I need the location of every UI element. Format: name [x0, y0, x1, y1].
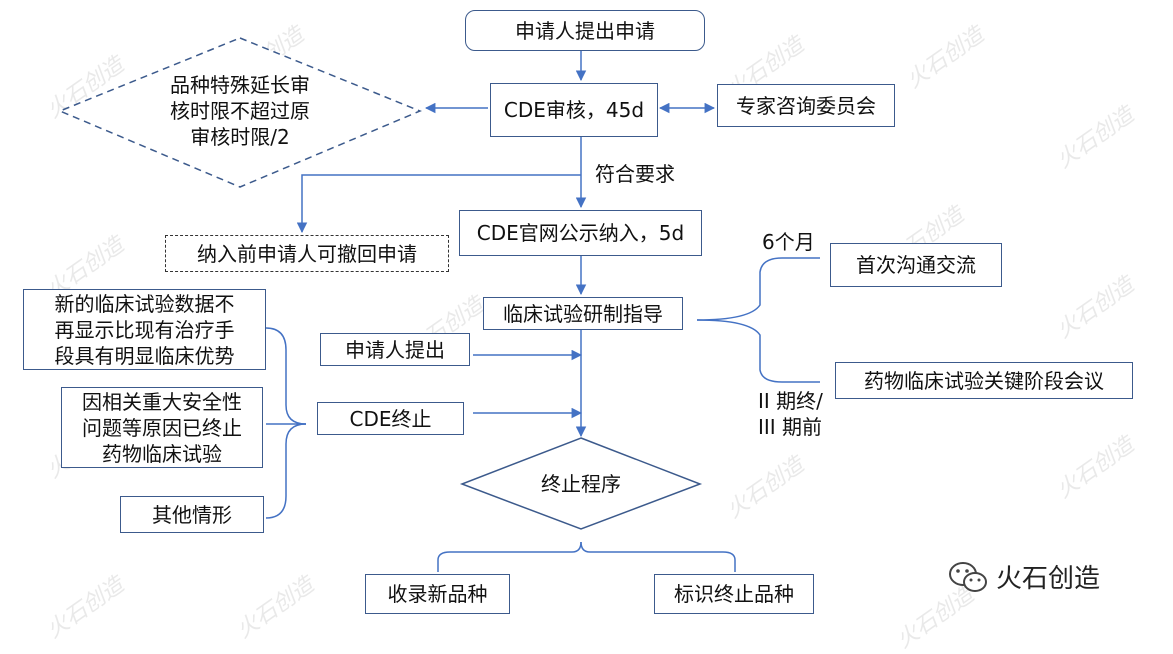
wechat-icon: [949, 561, 987, 592]
cde-review-node: CDE审核，45d: [490, 83, 658, 137]
reason-no-advantage-node: 新的临床试验数据不 再显示比现有治疗手 段具有明显临床优势: [23, 289, 266, 370]
expert-committee-node: 专家咨询委员会: [717, 84, 895, 127]
terminate-procedure-text: 终止程序: [541, 472, 621, 496]
apply-node: 申请人提出申请: [465, 10, 705, 51]
meets-requirements-label: 符合要求: [595, 162, 675, 186]
guidance-node: 临床试验研制指导: [483, 297, 683, 330]
brand-name: 火石创造: [996, 564, 1101, 594]
record-new-node: 收录新品种: [365, 574, 510, 614]
publicize-node: CDE官网公示纳入，5d: [459, 210, 702, 256]
flowchart-connectors: [58, 37, 820, 572]
extension-diamond-text: 品种特殊延长审 核时限不超过原 审核时限/2: [170, 73, 310, 149]
applicant-propose-node: 申请人提出: [320, 333, 470, 366]
other-cases-node: 其他情形: [120, 496, 264, 533]
mark-terminated-node: 标识终止品种: [654, 574, 814, 614]
cde-terminate-node: CDE终止: [317, 402, 464, 435]
withdraw-node: 纳入前申请人可撤回申请: [165, 235, 449, 272]
six-months-label: 6个月: [762, 230, 815, 254]
reason-safety-node: 因相关重大安全性 问题等原因已终止 药物临床试验: [61, 387, 263, 468]
brand-logo: 火石创造: [948, 558, 1100, 595]
first-communication-node: 首次沟通交流: [830, 243, 1002, 287]
key-meeting-node: 药物临床试验关键阶段会议: [835, 362, 1133, 399]
phase-label: II 期终/ III 期前: [758, 389, 823, 439]
